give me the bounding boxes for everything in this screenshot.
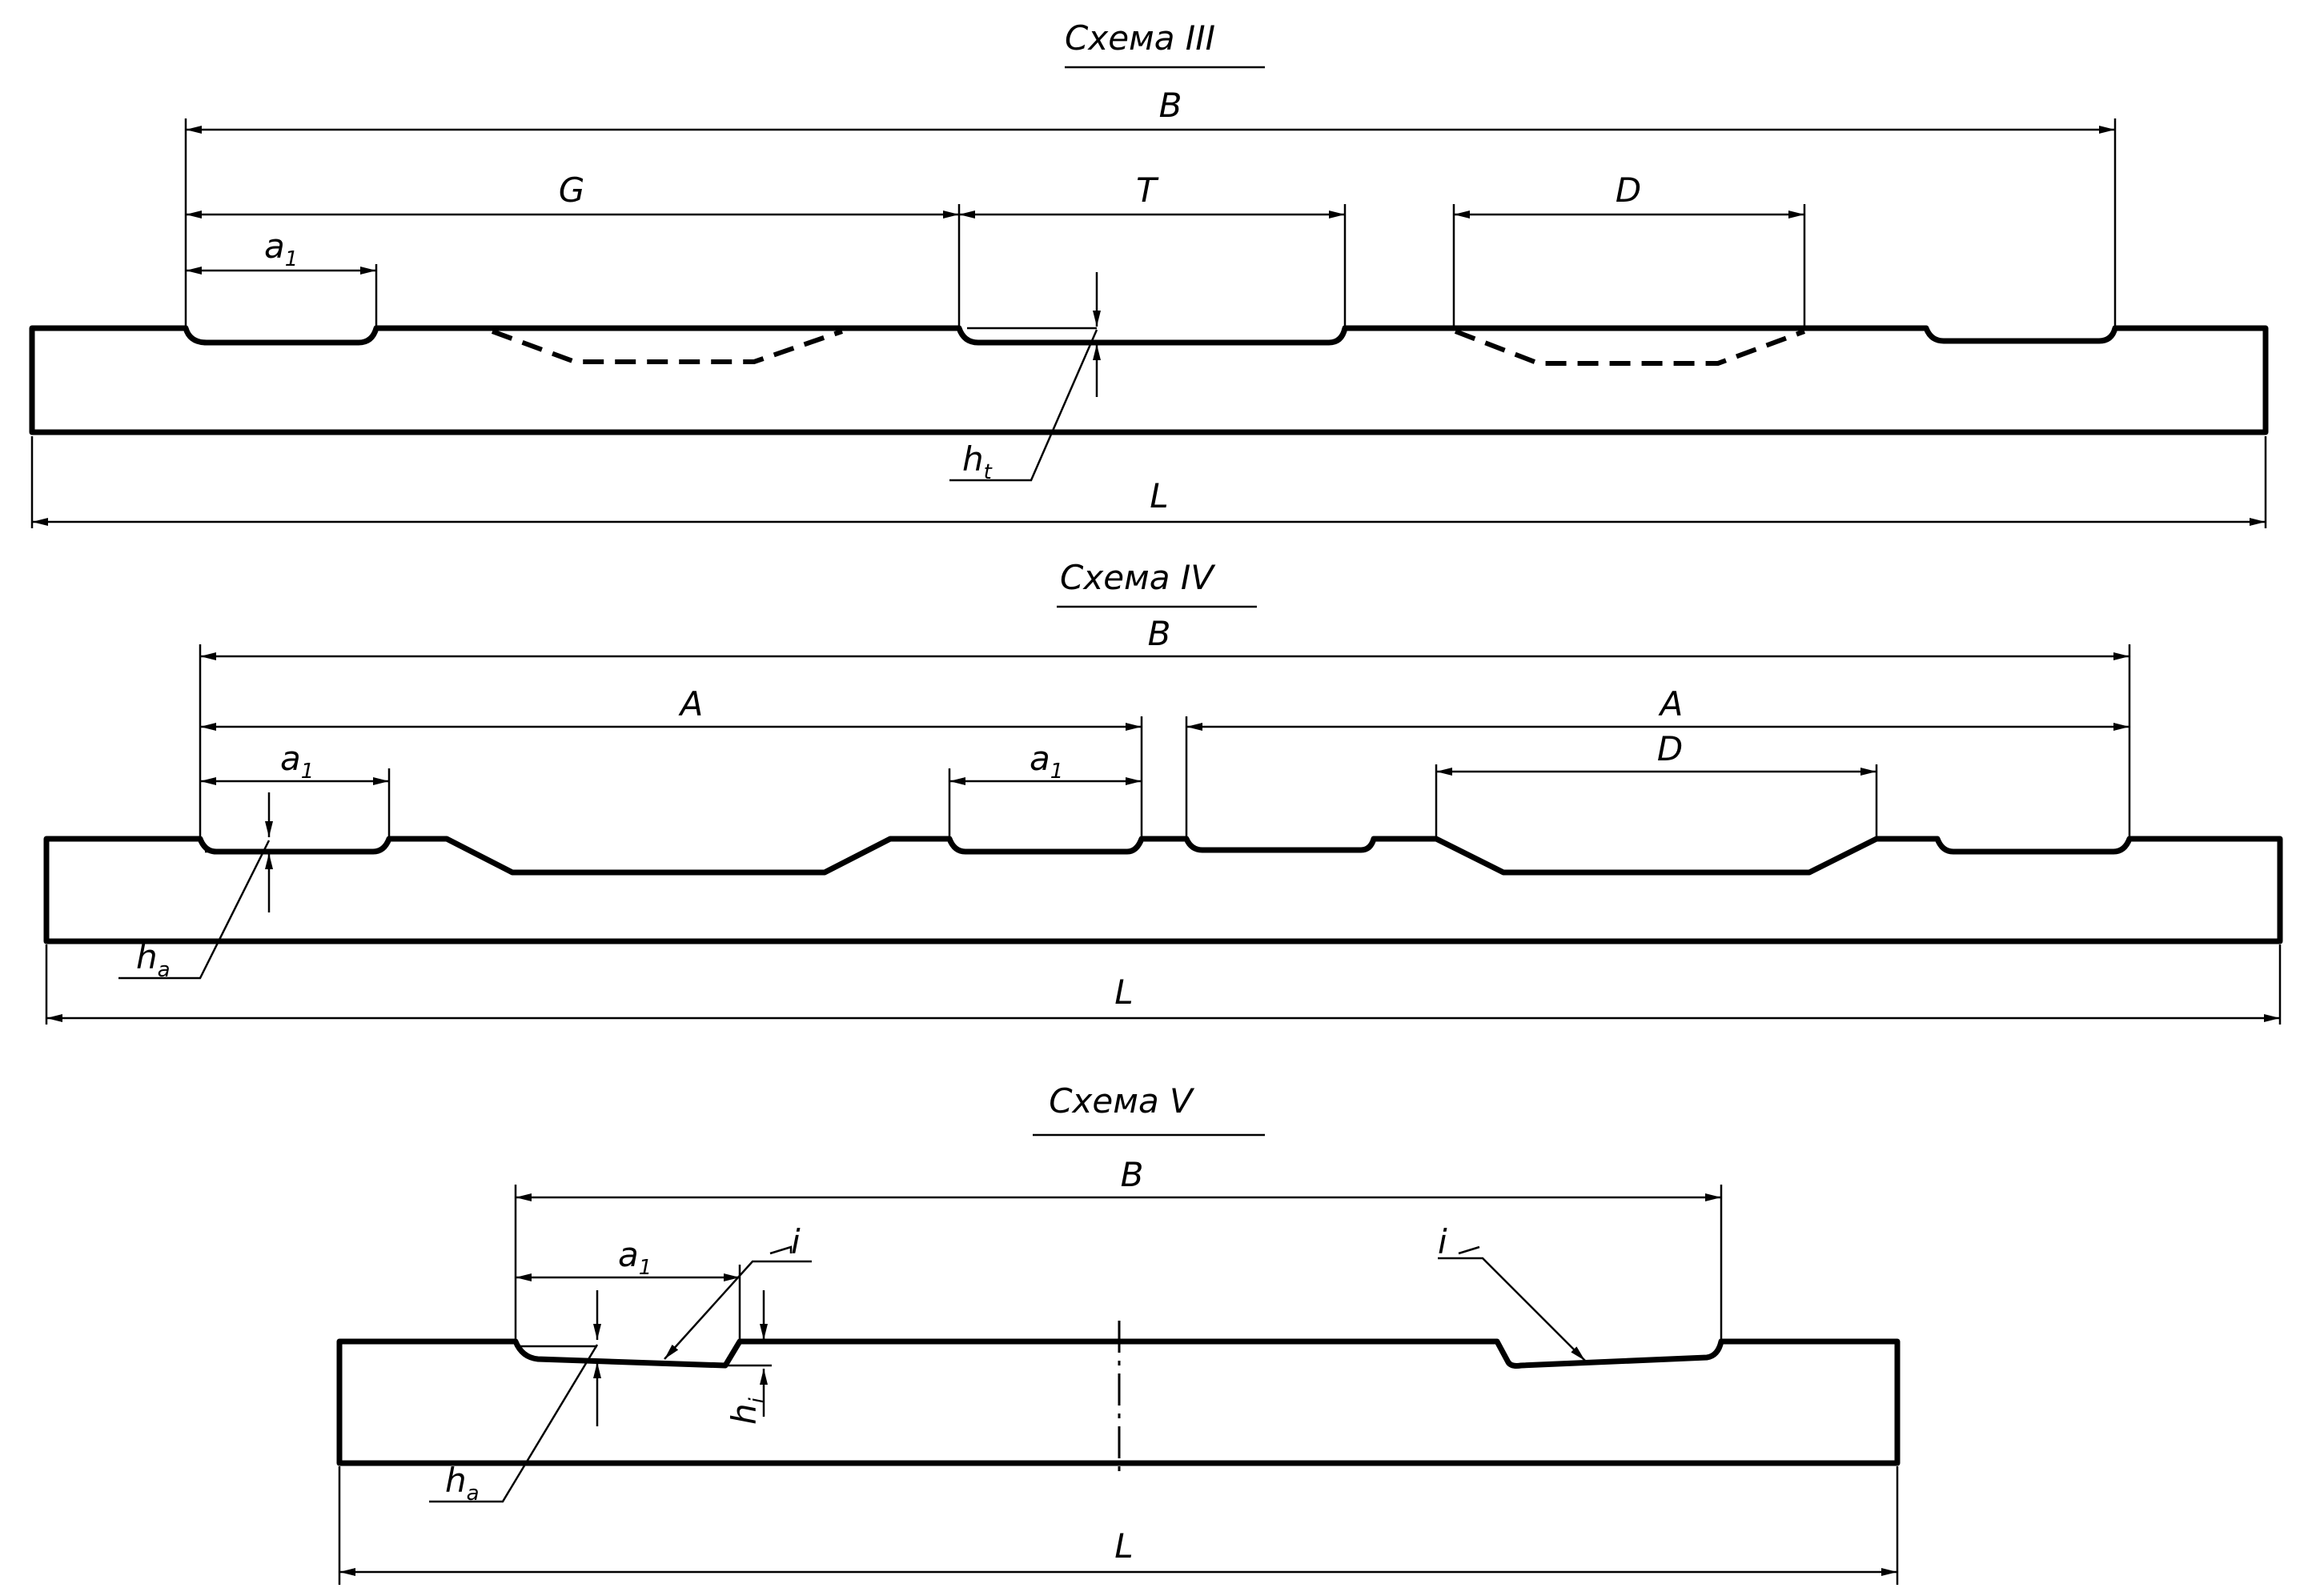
scheme-4-dim-ha-label: ha — [136, 937, 171, 982]
scheme-3-dim-t-label: T — [1136, 170, 1159, 210]
scheme-3-dim-a1-label: a1 — [264, 227, 298, 271]
scheme-4-dim-d-label: D — [1657, 729, 1683, 768]
scheme-5-title: Схема V — [1049, 1081, 1195, 1121]
scheme-4-dim-a1-mid-label: a1 — [1030, 739, 1063, 784]
scheme-5-slope-right-leader — [1438, 1257, 1586, 1361]
scheme-5-slope-left-symbol — [769, 1245, 793, 1255]
scheme-3-dim-ht-label: ht — [962, 439, 993, 484]
scheme-4-dim-a1-left-label: a1 — [280, 739, 314, 784]
scheme-3-extension-lines — [30, 118, 2267, 528]
scheme-3-dashed-recess-g — [491, 329, 843, 364]
scheme-4-dim-ha-leader — [118, 840, 271, 980]
scheme-4-slab-outline — [43, 836, 2283, 944]
scheme-5-slope-right-symbol — [1458, 1245, 1480, 1255]
scheme-4-dim-a-left-label: A — [678, 684, 704, 724]
scheme-5-slab-outline — [336, 1338, 1901, 1466]
scheme-5-slope-left-leader — [664, 1260, 812, 1360]
scheme-3-slab-outline — [29, 325, 2269, 435]
scheme-3-dim-l-label: L — [1150, 476, 1168, 515]
scheme-3-dim-d-label: D — [1616, 170, 1641, 210]
scheme-4: Схема IV B A A a1 a1 — [43, 558, 2283, 1025]
scheme-4-title: Схема IV — [1060, 558, 1216, 597]
scheme-5-dim-hi-label: hi — [725, 1397, 769, 1425]
scheme-5: Схема V B a1 i i hi — [336, 1081, 1901, 1585]
scheme-5-slope-left-label: i — [791, 1222, 801, 1261]
scheme-5-dim-ha-leader — [429, 1344, 599, 1503]
scheme-5-dim-b-label: B — [1121, 1155, 1144, 1194]
scheme-5-dim-a1-label: a1 — [618, 1235, 652, 1280]
scheme-5-slope-right-label: i — [1438, 1222, 1447, 1261]
scheme-5-dim-l-label: L — [1114, 1526, 1133, 1566]
scheme-3-dim-ht-leader — [949, 329, 1098, 482]
scheme-4-dim-l-label: L — [1114, 972, 1133, 1012]
scheme-4-extension-lines — [45, 644, 2282, 1025]
scheme-4-dim-a-right-label: A — [1658, 684, 1684, 724]
scheme-3-dim-g-label: G — [559, 170, 585, 210]
scheme-4-dim-b-label: B — [1148, 614, 1171, 653]
scheme-3: Схема III B G T D — [29, 18, 2269, 528]
scheme-3-title: Схема III — [1065, 18, 1215, 58]
scheme-3-dashed-recess-d — [1454, 329, 1806, 366]
scheme-5-dim-ha-label: ha — [445, 1461, 480, 1506]
scheme-5-extension-lines — [338, 1185, 1899, 1585]
scheme-3-dim-b-label: B — [1159, 86, 1182, 125]
